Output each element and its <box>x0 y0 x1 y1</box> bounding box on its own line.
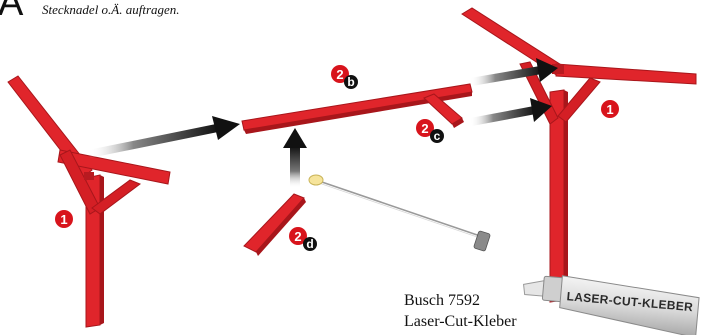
svg-text:2: 2 <box>294 229 301 244</box>
arrow-left-to-beam <box>88 116 240 158</box>
brace-d <box>243 193 306 256</box>
svg-text:d: d <box>306 237 313 251</box>
svg-text:c: c <box>434 129 441 143</box>
callout-frame-right: 1 <box>601 100 619 118</box>
product-caption: Busch 7592 Laser-Cut-Kleber <box>404 290 517 332</box>
svg-text:b: b <box>347 75 354 89</box>
brace-c <box>423 93 464 128</box>
callout-brace-d: 2 d <box>289 227 317 251</box>
beam-b <box>241 83 473 134</box>
svg-text:2: 2 <box>336 67 343 82</box>
arrow-brace-up <box>283 128 307 188</box>
svg-text:1: 1 <box>606 102 613 117</box>
frame-right <box>461 7 697 303</box>
glue-tube-image: LASER-CUT-KLEBER <box>523 275 700 335</box>
product-name: Laser-Cut-Kleber <box>404 313 517 330</box>
svg-text:2: 2 <box>421 121 428 136</box>
callout-brace-c: 2 c <box>416 119 444 143</box>
instruction-text: Stecknadel o.Ä. auftragen. <box>42 2 180 17</box>
arrow-beam-to-right-top <box>470 58 558 86</box>
callout-beam-b: 2 b <box>331 65 358 89</box>
pin-needle <box>308 174 491 252</box>
arrow-brace-to-right <box>470 98 552 126</box>
svg-text:1: 1 <box>60 212 67 227</box>
callout-frame-left: 1 <box>55 210 73 228</box>
product-number: Busch 7592 <box>404 292 480 309</box>
step-letter: A <box>0 0 24 24</box>
frame-left <box>7 75 171 328</box>
